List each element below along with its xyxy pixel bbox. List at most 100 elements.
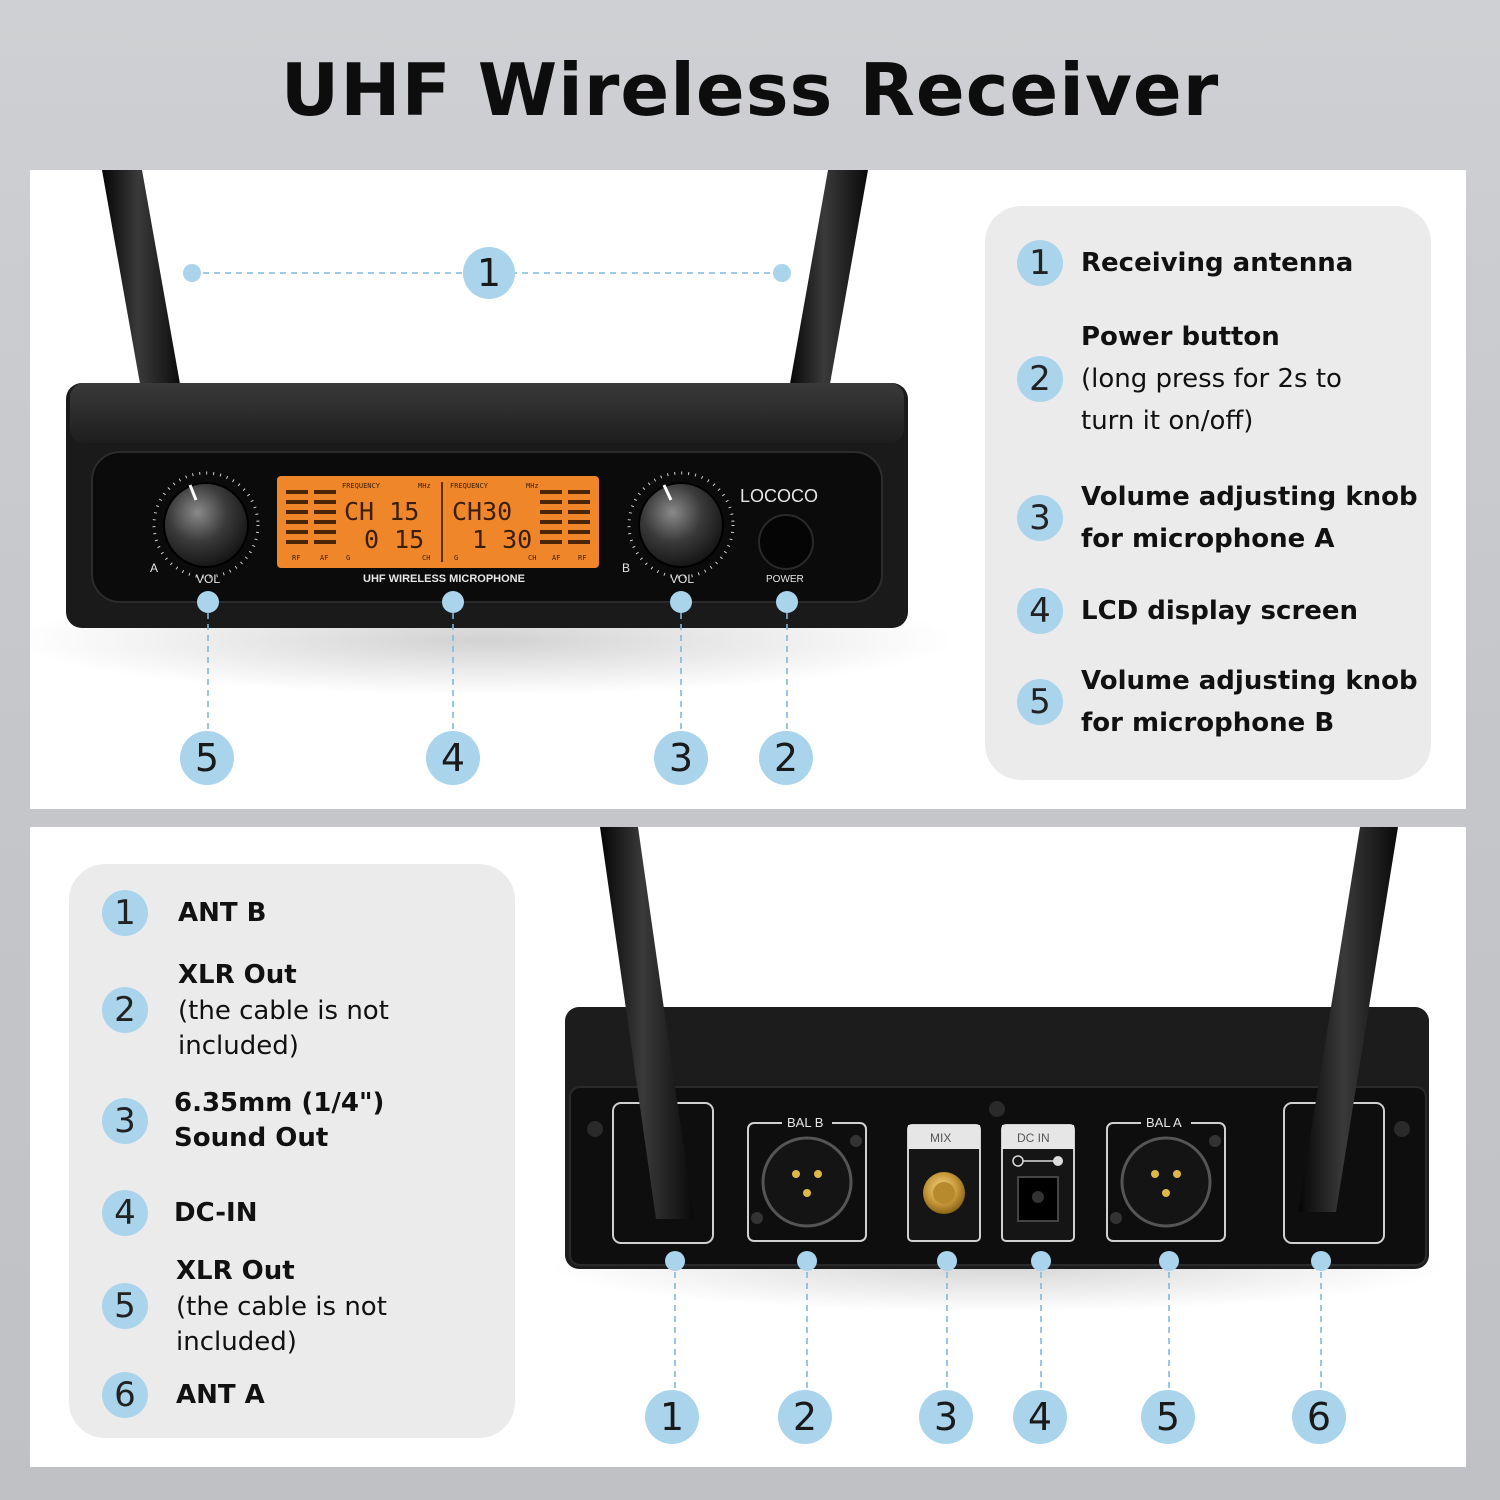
legend-badge: 6 — [102, 1372, 148, 1418]
antenna-left — [102, 170, 182, 395]
legend-item: 5 Volume adjusting knob for microphone B — [1017, 660, 1421, 744]
callout-number: 4 — [441, 736, 465, 780]
callout-number: 4 — [1028, 1395, 1052, 1439]
legend-item: 4 LCD display screen — [1017, 588, 1358, 634]
legend-badge: 3 — [102, 1098, 148, 1144]
vol-label-b: VOL — [670, 572, 694, 586]
callout-badge-2 — [759, 731, 813, 785]
legend-item: 1 Receiving antenna — [1017, 240, 1353, 286]
legend-item: 6 ANT A — [102, 1372, 265, 1418]
legend-badge: 5 — [102, 1283, 148, 1329]
brand-logo: LOCOCO — [740, 486, 818, 506]
legend-title: Volume adjusting knob for microphone B — [1081, 666, 1418, 738]
legend-item: 5 XLR Out (the cable is not included) — [102, 1252, 416, 1360]
lcd-meter-label: RF — [578, 554, 586, 562]
port-label-bal-b: BAL B — [787, 1115, 823, 1130]
legend-badge: 2 — [102, 987, 148, 1033]
knob-b-label: B — [622, 561, 630, 575]
legend-item: 3 6.35mm (1/4") Sound Out — [102, 1086, 404, 1156]
legend-item: 1 ANT B — [102, 890, 267, 936]
legend-note: (long press for 2s to turn it on/off) — [1081, 364, 1342, 436]
lcd-display: FREQUENCY MHz FREQUENCY MHz CH 15 0 15 C… — [277, 476, 599, 568]
lcd-frequency-label-right: FREQUENCY — [450, 482, 489, 490]
callout-badge-5 — [180, 731, 234, 785]
lcd-right-channel: CH30 — [452, 497, 512, 526]
callout-badge-3 — [919, 1390, 973, 1444]
callout-dot — [183, 264, 201, 282]
legend-item: 2 Power button (long press for 2s to tur… — [1017, 316, 1381, 442]
callout-number: 5 — [1156, 1395, 1180, 1439]
callout-badge-1 — [645, 1390, 699, 1444]
antenna-right — [788, 170, 868, 395]
front-legend: 1 Receiving antenna 2 Power button (long… — [985, 206, 1431, 780]
callout-badge-1 — [463, 247, 515, 299]
legend-title: Power button — [1081, 322, 1280, 352]
callout-number: 2 — [793, 1395, 817, 1439]
legend-badge: 4 — [102, 1190, 148, 1236]
legend-note: (the cable is not included) — [178, 996, 389, 1061]
rear-view-illustration: BAL B MIX DC IN BAL A — [548, 827, 1448, 1444]
callout-number: 2 — [774, 736, 798, 780]
lcd-unit-left: MHz — [418, 482, 431, 490]
dc-in-port[interactable] — [1001, 1124, 1075, 1242]
callout-badge-3 — [654, 731, 708, 785]
knob-a-label: A — [150, 561, 158, 575]
port-label-dc-in: DC IN — [1017, 1131, 1050, 1145]
front-view-panel: A VOL FREQUENCY MHz FREQUENCY MHz CH 15 … — [30, 170, 1466, 809]
callout-number: 3 — [934, 1395, 958, 1439]
jack-port-mix[interactable] — [907, 1124, 981, 1242]
lcd-meter-label: CH — [422, 554, 430, 562]
legend-title: Receiving antenna — [1081, 248, 1354, 278]
lcd-meter-label: G — [346, 554, 350, 562]
callout-badge-4 — [426, 731, 480, 785]
callout-badge-6 — [1292, 1390, 1346, 1444]
display-caption: UHF WIRELESS MICROPHONE — [363, 573, 525, 585]
lcd-frequency-label-left: FREQUENCY — [342, 482, 381, 490]
legend-badge: 5 — [1017, 679, 1063, 725]
power-button[interactable] — [758, 514, 814, 570]
callout-badge-4 — [1013, 1390, 1067, 1444]
port-label-bal-a: BAL A — [1146, 1115, 1182, 1130]
legend-badge: 2 — [1017, 356, 1063, 402]
lcd-right-frequency: 1 30 — [472, 525, 532, 554]
callout-dot — [773, 264, 791, 282]
volume-knob-a[interactable] — [152, 471, 260, 579]
legend-title: XLR Out — [176, 1256, 295, 1286]
volume-knob-b[interactable] — [627, 471, 735, 579]
legend-badge: 1 — [102, 890, 148, 936]
lcd-unit-right: MHz — [526, 482, 539, 490]
legend-item: 2 XLR Out (the cable is not included) — [102, 956, 418, 1064]
receiver-rear-body — [565, 1007, 1429, 1269]
callout-number: 3 — [669, 736, 693, 780]
lcd-meter-label: CH — [528, 554, 536, 562]
legend-badge: 3 — [1017, 495, 1063, 541]
legend-item: 3 Volume adjusting knob for microphone A — [1017, 476, 1421, 560]
callout-badge-5 — [1141, 1390, 1195, 1444]
callout-number: 1 — [660, 1395, 684, 1439]
legend-item: 4 DC-IN — [102, 1190, 257, 1236]
legend-note: (the cable is not included) — [176, 1292, 387, 1357]
antenna-ant-b — [600, 827, 694, 1219]
legend-title: LCD display screen — [1081, 596, 1359, 626]
legend-badge: 4 — [1017, 588, 1063, 634]
callout-badge-2 — [778, 1390, 832, 1444]
xlr-port-bal-a[interactable] — [1106, 1122, 1226, 1242]
legend-title: Volume adjusting knob for microphone A — [1081, 482, 1418, 554]
port-label-mix: MIX — [930, 1131, 951, 1145]
legend-title: DC-IN — [174, 1198, 258, 1228]
vol-label-a: VOL — [196, 572, 220, 586]
page-title: UHF Wireless Receiver — [280, 48, 1220, 132]
lcd-meter-label: G — [454, 554, 458, 562]
power-label: POWER — [766, 574, 804, 585]
rear-view-panel: 1 ANT B 2 XLR Out (the cable is not incl… — [30, 827, 1466, 1467]
legend-badge: 1 — [1017, 240, 1063, 286]
legend-title: ANT A — [176, 1380, 265, 1410]
legend-title: 6.35mm (1/4") Sound Out — [174, 1088, 385, 1153]
legend-title: XLR Out — [178, 960, 297, 990]
legend-title: ANT B — [178, 898, 267, 928]
callout-number: 6 — [1307, 1395, 1331, 1439]
lcd-left-frequency: 0 15 — [364, 525, 424, 554]
lcd-meter-label: RF — [292, 554, 300, 562]
callout-number: 5 — [195, 736, 219, 780]
lcd-left-channel: CH 15 — [344, 497, 419, 526]
